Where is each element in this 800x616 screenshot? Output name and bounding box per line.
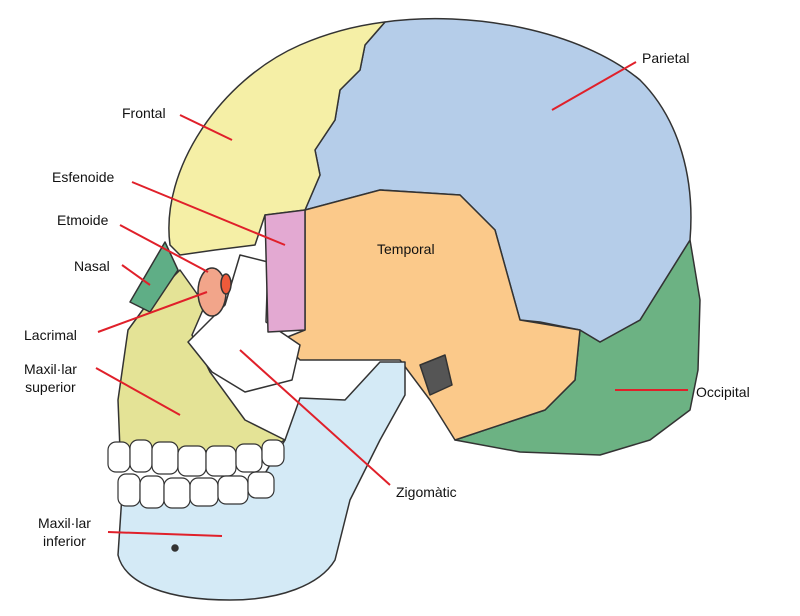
label-nasal: Nasal bbox=[74, 258, 110, 274]
label-zigomatic: Zigomàtic bbox=[396, 484, 457, 500]
label-temporal: Temporal bbox=[377, 241, 435, 257]
leader-nasal bbox=[121, 264, 151, 286]
leader-frontal bbox=[179, 114, 233, 141]
teeth bbox=[107, 439, 285, 509]
label-maxil-lar-superior: Maxil·lar superior bbox=[24, 360, 77, 396]
label-frontal: Frontal bbox=[122, 105, 166, 121]
label-esfenoide: Esfenoide bbox=[52, 169, 115, 185]
bone-nasal bbox=[129, 241, 179, 313]
leader-lacrimal bbox=[97, 291, 208, 333]
label-maxil-lar-inferior-line2: inferior bbox=[43, 533, 86, 549]
mental-foramen bbox=[171, 544, 179, 552]
bone-zygomatic bbox=[187, 254, 301, 393]
label-maxil-lar-superior-line1: Maxil·lar bbox=[24, 361, 77, 377]
bone-frontal bbox=[168, 21, 386, 256]
leader-maxil-sup bbox=[95, 367, 181, 416]
label-lacrimal: Lacrimal bbox=[24, 327, 77, 343]
label-maxil-lar-inferior: Maxil·lar inferior bbox=[38, 514, 91, 550]
bone-ethmoid bbox=[220, 273, 232, 295]
leader-maxil-inf bbox=[107, 531, 223, 537]
bone-sphenoid bbox=[264, 209, 306, 333]
bone-lacrimal bbox=[197, 267, 227, 317]
leader-esfenoide bbox=[131, 181, 286, 246]
leader-lines bbox=[95, 61, 688, 537]
label-parietal: Parietal bbox=[642, 50, 690, 66]
label-maxil-lar-inferior-line1: Maxil·lar bbox=[38, 515, 91, 531]
leader-parietal bbox=[551, 61, 637, 111]
label-maxil-lar-superior-line2: superior bbox=[25, 379, 76, 395]
label-etmoide: Etmoide bbox=[57, 212, 109, 228]
ear-canal bbox=[419, 354, 453, 396]
leader-zigomatic bbox=[239, 349, 391, 486]
label-occipital: Occipital bbox=[696, 384, 750, 400]
leader-etmoide bbox=[119, 224, 209, 273]
